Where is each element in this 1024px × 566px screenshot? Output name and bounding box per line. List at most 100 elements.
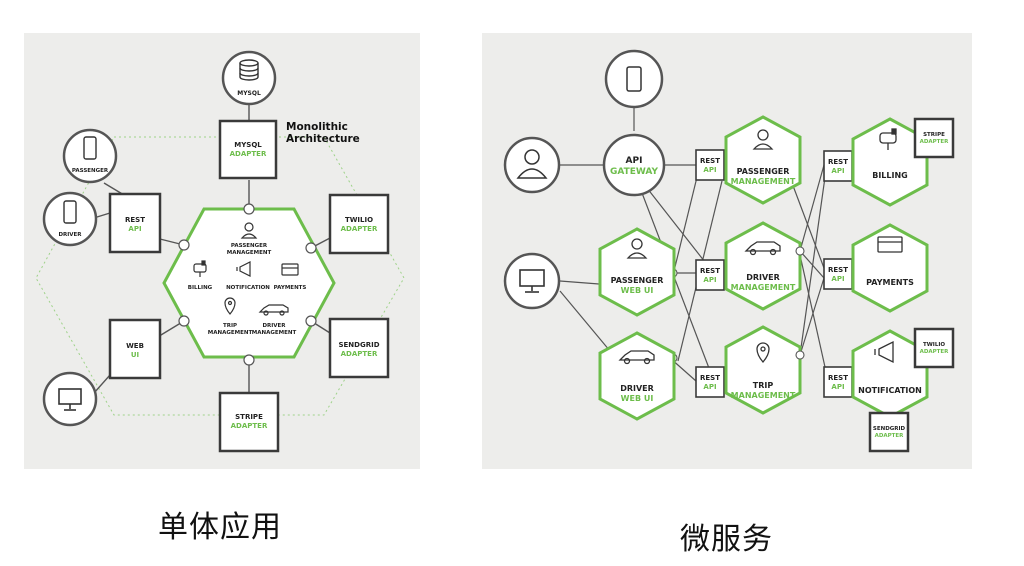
driver-web-ui-l2: WEB UI [621, 394, 654, 403]
outer-hex-dotted [35, 136, 405, 416]
monolith-title-l1: Monolithic [286, 121, 348, 133]
browser-client [42, 371, 98, 427]
rest-api-l1: REST [125, 216, 145, 224]
api-label: API [831, 167, 844, 175]
api-label: API [831, 275, 844, 283]
location-pin-icon [756, 342, 770, 363]
mobile-client [604, 49, 664, 109]
trip-management-hex [724, 325, 802, 415]
core-payments: PAYMENTS [274, 285, 307, 291]
person-icon [516, 149, 548, 179]
driver-mgmt-l2: MANAGEMENT [731, 283, 796, 292]
api-gateway [602, 133, 666, 197]
twilio-adapter-l1: TWILIO [345, 216, 373, 224]
rest-api-box [108, 192, 162, 254]
payments-label: PAYMENTS [866, 278, 914, 287]
rest-api-billing [823, 150, 853, 182]
mysql-adapter-box [218, 119, 278, 180]
rest-label: REST [700, 157, 720, 165]
rest-api-l2: API [128, 225, 141, 233]
passenger-client [62, 128, 118, 184]
car-icon [258, 304, 289, 316]
monolith-title-l2: Architecture [286, 133, 360, 145]
megaphone-icon [236, 261, 251, 277]
mysql-adapter-l2: ADAPTER [230, 150, 267, 158]
api-gateway-l1: API [626, 156, 643, 166]
driver-web-ui-hex [598, 331, 676, 421]
passenger-mgmt-l2: MANAGEMENT [731, 177, 796, 186]
mysql-node [221, 50, 277, 106]
sendgrid-adapter-box [328, 317, 390, 379]
stripe-adapter-box [218, 391, 280, 453]
car-icon [744, 241, 781, 256]
rest-api-notification [823, 366, 853, 398]
rest-label: REST [828, 374, 848, 382]
rest-api-trip [695, 366, 725, 398]
driver-client [42, 191, 98, 247]
monitor-icon [519, 269, 545, 293]
mobile-phone-icon [83, 136, 97, 160]
api-label: API [831, 383, 844, 391]
caption-microservices: 微服务 [680, 522, 773, 557]
caption-monolith: 单体应用 [158, 510, 282, 545]
api-label: API [703, 166, 716, 174]
sendgrid-adapter-l1: SENDGRID [873, 426, 906, 432]
stripe-adapter-l2: ADAPTER [920, 139, 950, 145]
stripe-adapter-box [913, 117, 955, 159]
core-trip-mgmt-l2: MANAGEMENT [208, 330, 253, 336]
rest-api-driver [695, 259, 725, 291]
mysql-adapter-l1: MYSQL [234, 141, 262, 149]
stripe-adapter-l1: STRIPE [235, 413, 263, 421]
passenger-web-ui-l1: PASSENGER [611, 276, 664, 285]
sendgrid-adapter-box [868, 411, 910, 453]
api-label: API [703, 383, 716, 391]
stripe-adapter-l1: STRIPE [923, 132, 945, 138]
megaphone-icon [874, 340, 894, 364]
rest-label: REST [828, 266, 848, 274]
payments-hex [851, 223, 929, 313]
microservices-diagram: API GATEWAY REST API REST API REST API R… [503, 49, 955, 453]
billing-label: BILLING [872, 171, 908, 180]
sendgrid-adapter-l2: ADAPTER [341, 350, 378, 358]
person-icon [626, 238, 648, 259]
core-billing: BILLING [188, 285, 213, 291]
mobile-phone-icon [626, 66, 642, 92]
monolith-diagram: MYSQL MYSQL ADAPTER Monolithic Architect… [35, 50, 405, 453]
driver-web-ui-l1: DRIVER [620, 384, 654, 393]
car-icon [618, 350, 655, 365]
web-ui-box [108, 318, 162, 380]
twilio-adapter-box [913, 327, 955, 369]
core-driver-mgmt-l2: MANAGEMENT [252, 330, 297, 336]
web-ui-l1: WEB [126, 342, 144, 350]
rest-label: REST [700, 267, 720, 275]
monolith-panel: MYSQL MYSQL ADAPTER Monolithic Architect… [24, 33, 420, 469]
browser-client [503, 252, 561, 310]
twilio-adapter-l2: ADAPTER [341, 225, 378, 233]
microservices-panel: API GATEWAY REST API REST API REST API R… [482, 33, 972, 469]
mobile-phone-icon [63, 200, 77, 224]
stripe-adapter-l2: ADAPTER [231, 422, 268, 430]
twilio-adapter-l2: ADAPTER [920, 349, 950, 355]
passenger-mgmt-l1: PASSENGER [737, 167, 790, 176]
sendgrid-adapter-l2: ADAPTER [875, 433, 905, 439]
passenger-management-hex [724, 115, 802, 205]
person-icon [240, 222, 258, 239]
rest-api-passenger [695, 149, 725, 181]
rest-label: REST [700, 374, 720, 382]
core-passenger-mgmt-l2: MANAGEMENT [227, 250, 272, 256]
user-client [503, 136, 561, 194]
trip-mgmt-l2: MANAGEMENT [731, 391, 796, 400]
driver-management-hex [724, 221, 802, 311]
core-notification: NOTIFICATION [226, 285, 270, 291]
rest-label: REST [828, 158, 848, 166]
sendgrid-adapter-l1: SENDGRID [338, 341, 379, 349]
passenger-web-ui-l2: WEB UI [621, 286, 654, 295]
core-driver-mgmt-l1: DRIVER [262, 323, 286, 329]
mailbox-icon [879, 128, 897, 150]
monolith-core-hex [162, 207, 336, 359]
twilio-adapter-l1: TWILIO [923, 342, 945, 348]
monitor-icon [58, 388, 82, 411]
core-passenger-mgmt-l1: PASSENGER [231, 243, 268, 249]
database-icon [239, 59, 259, 81]
twilio-adapter-box [328, 193, 390, 255]
